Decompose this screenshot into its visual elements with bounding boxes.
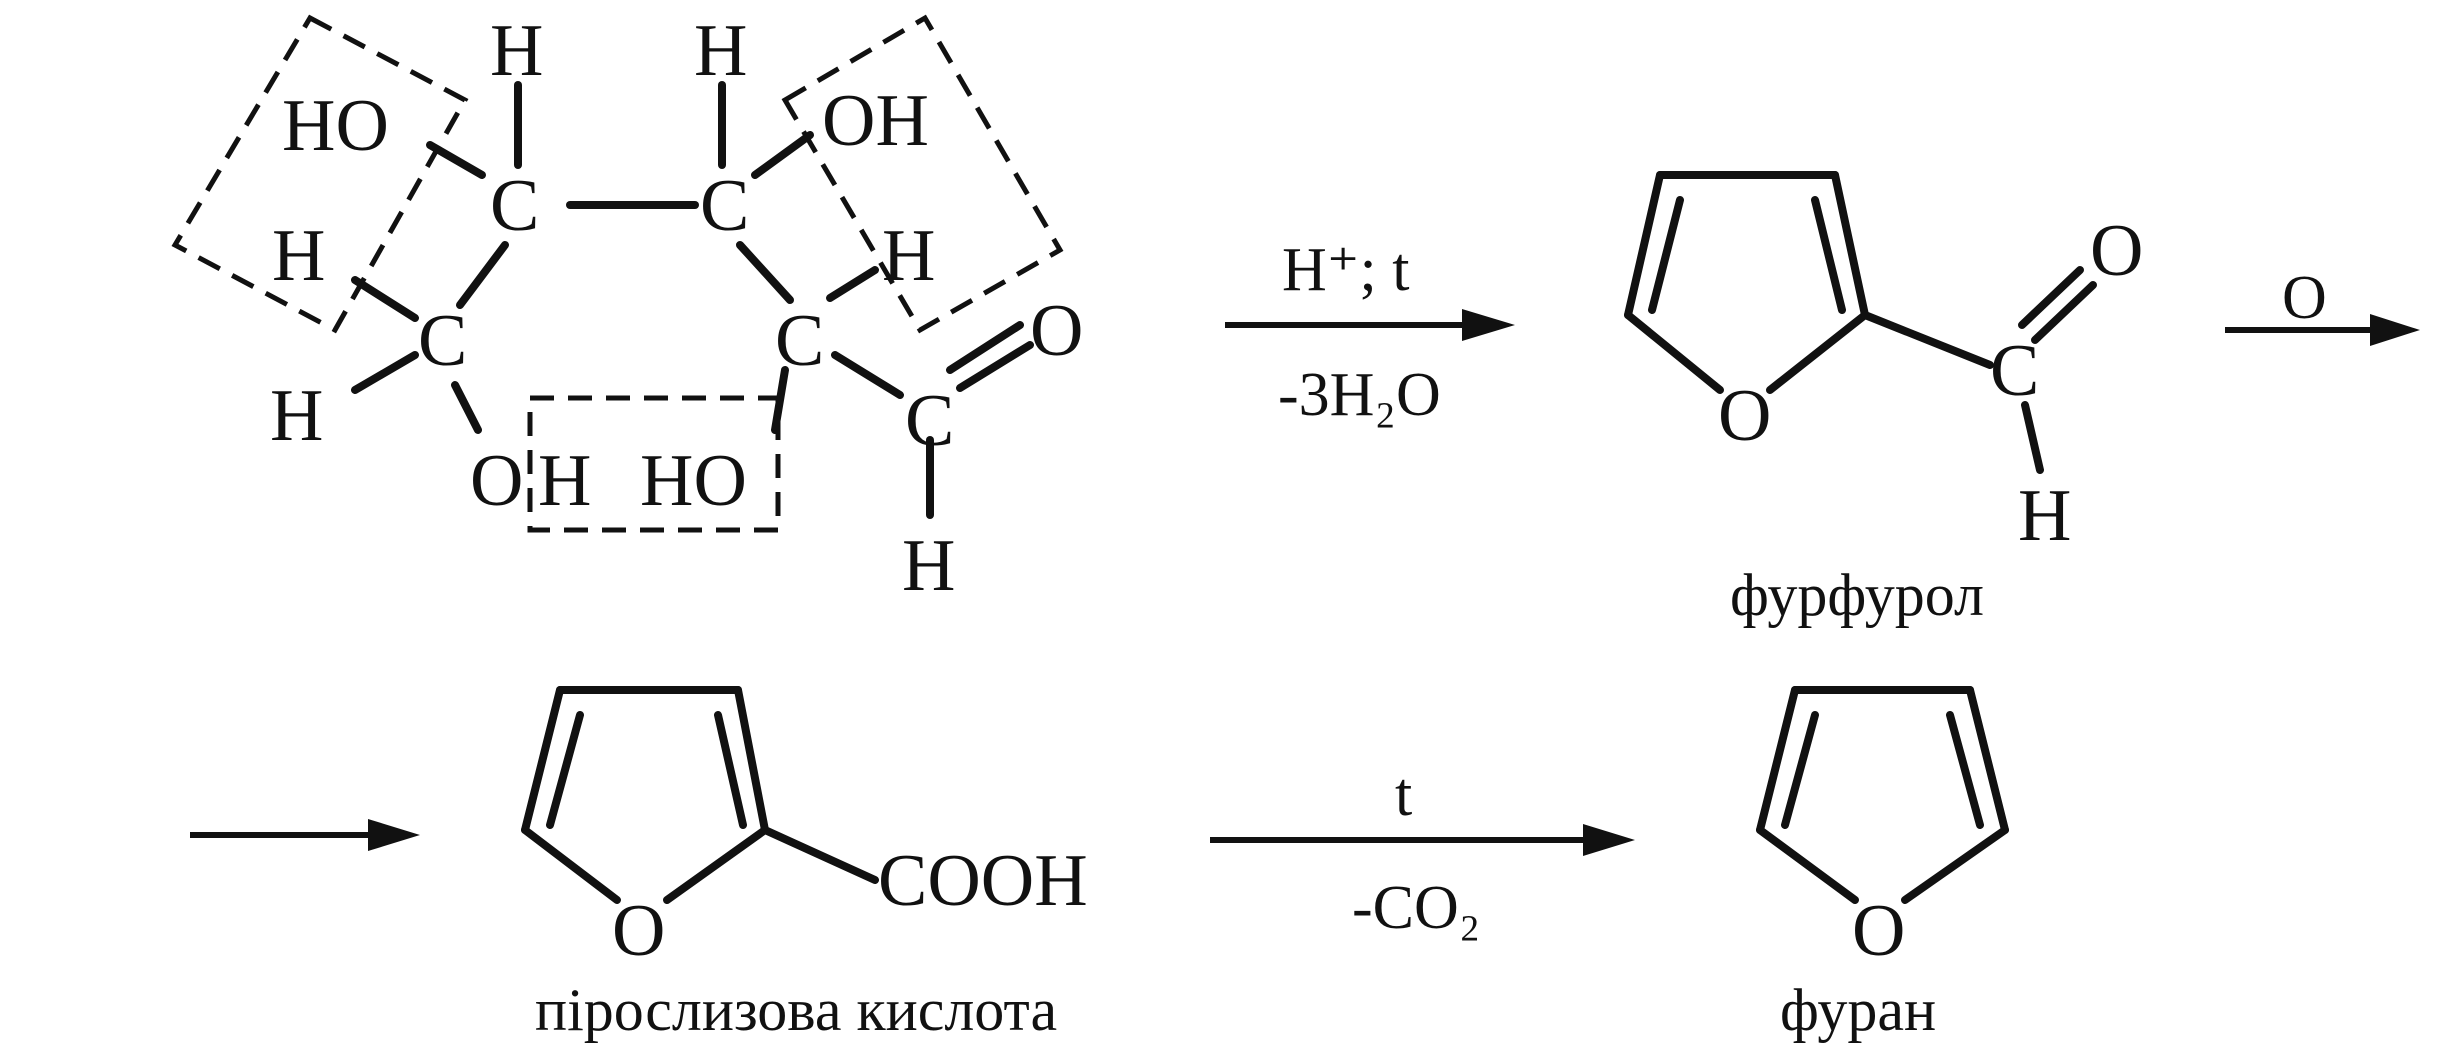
pyromucic-acid-molecule: O COOH пірослизова кислота — [521, 686, 1088, 1043]
furan-bond-c3-c4 — [1756, 686, 1799, 834]
furan-molecule: O фуран — [1756, 686, 2009, 1043]
reaction-arrow-3: t -CO₂ — [1210, 761, 1635, 942]
label-h-top-left: H — [490, 10, 543, 92]
bond-c3-c4 — [831, 351, 904, 399]
furfural-bond-c5-c2 — [1831, 171, 1869, 319]
label-h-aldehyde: H — [902, 525, 955, 607]
furan-bond-c4-o — [1756, 826, 1859, 904]
furfural-o-carbonyl: O — [2090, 210, 2143, 292]
furfural-bond-c5-ccho — [1861, 311, 1994, 369]
label-c4: C — [905, 380, 954, 462]
bond-c4-o-a — [946, 321, 1024, 374]
pyro-cooh: COOH — [878, 840, 1088, 922]
label-ho-box: HO — [640, 440, 747, 522]
label-oh-right: OH — [822, 80, 929, 162]
label-ho-left: HO — [282, 85, 389, 167]
arrow1-head — [1462, 309, 1515, 341]
furfural-bond-c-h — [2021, 401, 2044, 474]
furan-ring-o: O — [1852, 890, 1905, 972]
arrow2-head — [2370, 314, 2420, 346]
furfural-molecule: O O C H фурфурол — [1624, 171, 2143, 628]
pentose-molecule: HO H H OH C C H C H C O H C O H HO H — [171, 10, 1083, 607]
furan-bond-c5-c2 — [1966, 686, 2009, 834]
arrow1-condition-above: H⁺; t — [1282, 236, 1409, 304]
furfural-bond-co-b — [2031, 281, 2097, 344]
arrow2-continuation-head — [368, 819, 420, 851]
arrow3-condition-above: t — [1395, 761, 1412, 829]
pyro-bond-o-c5 — [663, 826, 769, 904]
label-h-low-left: H — [270, 375, 323, 457]
furfural-double-right — [1811, 196, 1846, 314]
label-c1: C — [490, 165, 539, 247]
furfural-bond-c3-c4 — [1624, 171, 1664, 319]
pyro-bond-c4-o — [521, 826, 621, 904]
pyro-ring-o: O — [612, 890, 665, 972]
bond-c2-c3 — [736, 241, 794, 304]
furan-double-right — [1946, 711, 1984, 829]
furfural-name: фурфурол — [1730, 562, 1984, 628]
arrow1-condition-below: -3H₂O — [1278, 361, 1441, 429]
bond-c2-oh — [751, 131, 814, 179]
arrow3-condition-below: -CO₂ — [1352, 874, 1480, 942]
label-o-aldehyde: O — [1030, 290, 1083, 372]
reaction-arrow-2: O — [190, 264, 2420, 851]
furfural-bond-o-c5 — [1766, 311, 1869, 394]
bond-c3-h — [826, 266, 879, 302]
label-o-ring: O — [470, 440, 523, 522]
furan-double-left — [1781, 711, 1819, 829]
pyro-bond-c5-cooh — [761, 826, 879, 884]
pyromucic-name: пірослизова кислота — [535, 977, 1057, 1043]
arrow3-head — [1583, 824, 1635, 856]
label-h-mid-right: H — [882, 215, 935, 297]
bond-c1-ho — [426, 141, 486, 179]
bond-c3-box — [771, 366, 789, 434]
pyro-bond-c5-c2 — [734, 686, 769, 834]
bond-c5-o — [451, 381, 482, 434]
bond-c5-h-upper — [351, 276, 419, 322]
label-c2: C — [700, 165, 749, 247]
dashed-box-right — [781, 14, 1064, 334]
label-h-mid-left: H — [272, 215, 325, 297]
bond-c5-h-lower — [351, 351, 419, 394]
furfural-bond-c4-o — [1624, 311, 1724, 394]
furfural-bond-co-a — [2018, 266, 2084, 329]
furfural-c-carbonyl: C — [1990, 330, 2039, 412]
label-c5: C — [418, 300, 467, 382]
bond-c1-c5 — [456, 241, 509, 309]
furfural-h-carbonyl: H — [2018, 475, 2071, 557]
pyro-double-right — [714, 711, 747, 829]
furan-name: фуран — [1780, 977, 1936, 1043]
bond-c4-o-b — [956, 341, 1034, 392]
dashed-box-bottom — [527, 395, 781, 533]
label-c3: C — [775, 300, 824, 382]
dashed-box-left — [171, 14, 469, 334]
pyro-double-left — [546, 711, 584, 829]
furan-bond-o-c5 — [1901, 826, 2009, 904]
arrow2-condition-above: O — [2282, 264, 2327, 332]
pyro-bond-c3-c4 — [521, 686, 564, 834]
furfural-ring-o: O — [1718, 375, 1771, 457]
label-h-box: H — [538, 440, 591, 522]
reaction-arrow-1: H⁺; t -3H₂O — [1225, 236, 1515, 429]
furfural-double-left — [1648, 196, 1684, 314]
label-h-top-right: H — [694, 10, 747, 92]
